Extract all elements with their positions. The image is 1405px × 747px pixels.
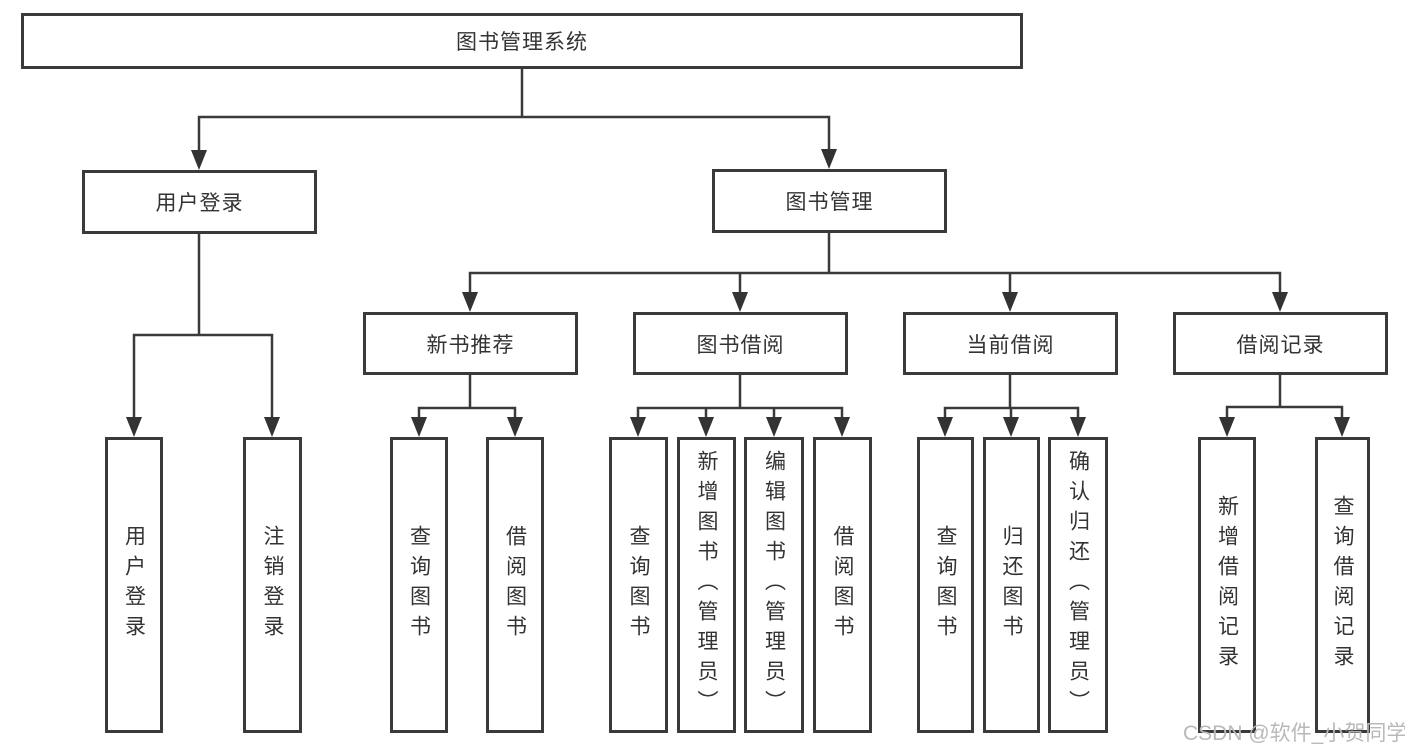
leaf-label: 新增借阅记录 bbox=[1215, 495, 1239, 675]
node-book-management: 图书管理 bbox=[712, 169, 947, 233]
leaf-return-books: 归还图书 bbox=[983, 437, 1040, 733]
csdn-watermark: CSDN @软件_小贺同学 bbox=[1183, 722, 1405, 745]
leaf-label: 查询借阅记录 bbox=[1331, 495, 1354, 675]
leaf-label: 借阅图书 bbox=[503, 525, 527, 645]
leaf-confirm-return-admin: 确认归还（管理员） bbox=[1048, 437, 1108, 733]
node-new-book-recommendation: 新书推荐 bbox=[363, 312, 578, 375]
leaf-label: 注销登录 bbox=[261, 525, 284, 645]
node-user-login: 用户登录 bbox=[82, 170, 317, 234]
arrowheads bbox=[126, 149, 1350, 437]
leaf-label: 编辑图书（管理员） bbox=[762, 450, 786, 720]
leaf-query-books-recommend: 查询图书 bbox=[390, 437, 448, 733]
leaf-borrow-books-recommend: 借阅图书 bbox=[486, 437, 544, 733]
node-label: 新书推荐 bbox=[426, 333, 515, 357]
leaf-add-borrow-record: 新增借阅记录 bbox=[1198, 437, 1256, 733]
leaf-label: 查询图书 bbox=[627, 525, 650, 645]
leaf-query-borrow-record: 查询借阅记录 bbox=[1315, 437, 1370, 733]
leaf-query-books-borrowing: 查询图书 bbox=[609, 437, 668, 733]
leaf-logout-login: 注销登录 bbox=[243, 437, 302, 733]
node-current-borrowing: 当前借阅 bbox=[903, 312, 1118, 375]
node-book-borrowing: 图书借阅 bbox=[633, 312, 848, 375]
node-label: 图书管理 bbox=[785, 191, 874, 214]
node-label: 图书管理系统 bbox=[456, 31, 588, 54]
node-borrowing-records: 借阅记录 bbox=[1173, 312, 1388, 375]
leaf-label: 归还图书 bbox=[1000, 525, 1023, 645]
node-library-management-system: 图书管理系统 bbox=[21, 13, 1023, 69]
leaf-add-book-admin: 新增图书（管理员） bbox=[677, 437, 736, 733]
leaf-label: 用户登录 bbox=[122, 525, 146, 645]
leaf-label: 确认归还（管理员） bbox=[1066, 450, 1090, 720]
node-label: 用户登录 bbox=[155, 192, 244, 215]
leaf-label: 借阅图书 bbox=[831, 525, 854, 645]
leaf-edit-book-admin: 编辑图书（管理员） bbox=[744, 437, 804, 733]
leaf-borrow-books-borrowing: 借阅图书 bbox=[813, 437, 872, 733]
leaf-query-books-current: 查询图书 bbox=[917, 437, 974, 733]
node-label: 当前借阅 bbox=[966, 333, 1055, 357]
leaf-label: 新增图书（管理员） bbox=[695, 450, 718, 720]
node-label: 图书借阅 bbox=[696, 333, 785, 357]
node-label: 借阅记录 bbox=[1236, 333, 1325, 357]
leaf-label: 查询图书 bbox=[407, 525, 431, 645]
leaf-label: 查询图书 bbox=[934, 525, 957, 645]
leaf-user-login: 用户登录 bbox=[105, 437, 163, 733]
